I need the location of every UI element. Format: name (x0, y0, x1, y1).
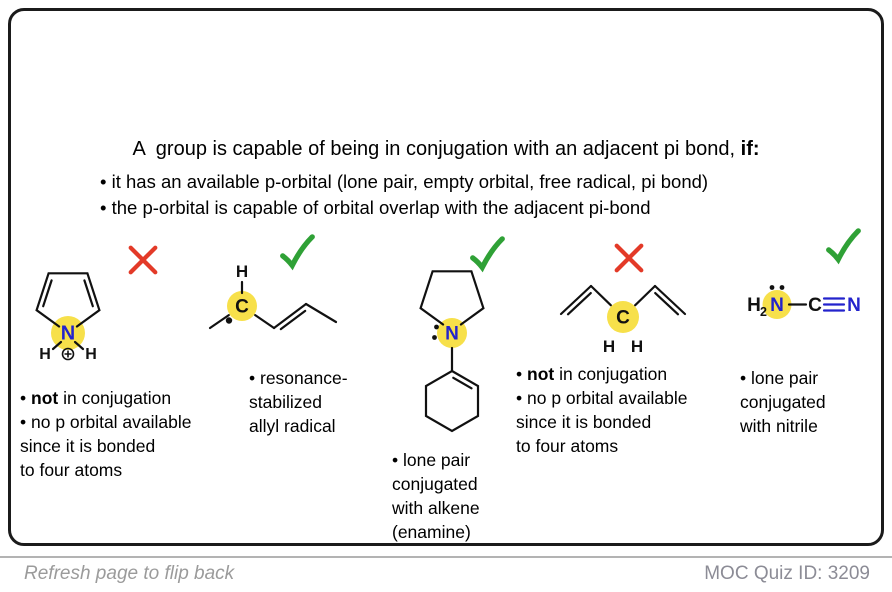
carbon-label: C (235, 297, 249, 318)
pyrrole-bonds (35, 272, 101, 351)
nitrogen-label: N (847, 295, 861, 316)
triple-bond (822, 297, 846, 312)
caption-line: conjugated (740, 392, 826, 412)
footer-divider (0, 556, 892, 558)
check-stroke (280, 234, 315, 271)
question-title: A group is capable of being in conjugati… (0, 138, 892, 161)
footer-quiz-id: MOC Quiz ID: 3209 (704, 563, 870, 584)
caption-allyl-radical: • resonance-stabilized allyl radical (249, 366, 384, 438)
enamine-bonds (419, 270, 485, 433)
structure-cyanamide: H 2 N C N (747, 285, 861, 319)
cross-strokes (128, 245, 158, 275)
lone-pair-dot (779, 285, 785, 290)
nitrogen-label: N (61, 323, 75, 345)
allyl-bonds (208, 280, 338, 331)
criterion-1: • it has an available p-orbital (lone pa… (100, 171, 709, 192)
nitrogen-label: N (445, 324, 459, 345)
structure-pentadiene: C H H (559, 284, 687, 356)
caption-line: • no p orbital available (516, 388, 688, 408)
check-icon (826, 228, 861, 265)
radical-electron-dot (225, 317, 233, 324)
cross-icon (614, 243, 644, 273)
cross-strokes (614, 243, 644, 273)
caption-line: stabilized (249, 392, 322, 412)
hydrogen-label: H (236, 262, 248, 281)
hydrogen-label: H (85, 346, 97, 363)
caption-line: • lone pair (740, 368, 819, 388)
question-title-bold: if: (740, 138, 760, 160)
lone-pair-dot (769, 285, 775, 290)
footer-flip-hint: Refresh page to flip back (24, 563, 235, 584)
hydrogen-label: H (603, 337, 615, 356)
check-icon (280, 234, 315, 271)
p-orbital-highlight (227, 291, 257, 321)
structure-enamine: N (419, 270, 485, 433)
hydrogen-label: H (39, 346, 51, 363)
caption-line: • no p orbital available (20, 412, 192, 432)
question-title-text: A group is capable of being in conjugati… (132, 138, 741, 160)
check-icon (470, 236, 505, 273)
pentadiene-bonds (559, 284, 687, 316)
caption-line: to four atoms (516, 436, 619, 456)
subscript-label: 2 (760, 305, 767, 319)
lone-pair-dot (434, 324, 439, 330)
carbon-label: C (616, 308, 630, 329)
check-stroke (826, 228, 861, 265)
caption-line: • not in conjugation (20, 388, 172, 408)
caption-cyanamide: • lone pair conjugated with nitrile (740, 366, 880, 438)
caption-line: allyl radical (249, 416, 336, 436)
caption-line: since it is bonded (516, 412, 652, 432)
caption-enamine: • lone pair conjugated with alkene (enamine… (392, 448, 522, 544)
p-orbital-highlight (51, 316, 85, 350)
caption-line: with alkene (392, 498, 480, 518)
criterion-2: • the p-orbital is capable of orbital ov… (100, 197, 651, 218)
nitrogen-label: N (770, 295, 784, 316)
quiz-card (8, 8, 884, 546)
caption-line: since it is bonded (20, 436, 156, 456)
caption-pentadiene: • not in conjugation • no p orbital avail… (516, 362, 741, 458)
caption-line: to four atoms (20, 460, 123, 480)
structure-protonated-pyrrole: N H H (35, 272, 101, 363)
caption-line: with nitrile (740, 416, 818, 436)
caption-line: conjugated (392, 474, 478, 494)
plus-charge-icon (61, 347, 75, 361)
p-orbital-highlight (437, 318, 467, 348)
lone-pair-dot (432, 335, 437, 340)
check-stroke (470, 236, 505, 273)
cross-icon (128, 245, 158, 275)
caption-line: (enamine) (392, 522, 471, 542)
caption-protonated-pyrrole: • not in conjugation • no p orbital avail… (20, 386, 235, 482)
hydrogen-label: H (631, 337, 643, 356)
p-orbital-highlight (762, 290, 792, 319)
caption-line: • not in conjugation (516, 364, 668, 384)
hydrogen-label: H (747, 295, 761, 316)
caption-line: • lone pair (392, 450, 471, 470)
p-orbital-highlight (607, 301, 639, 333)
carbon-label: C (808, 295, 822, 316)
structure-allyl-radical: H C (208, 262, 338, 331)
caption-line: • resonance- (249, 368, 348, 388)
